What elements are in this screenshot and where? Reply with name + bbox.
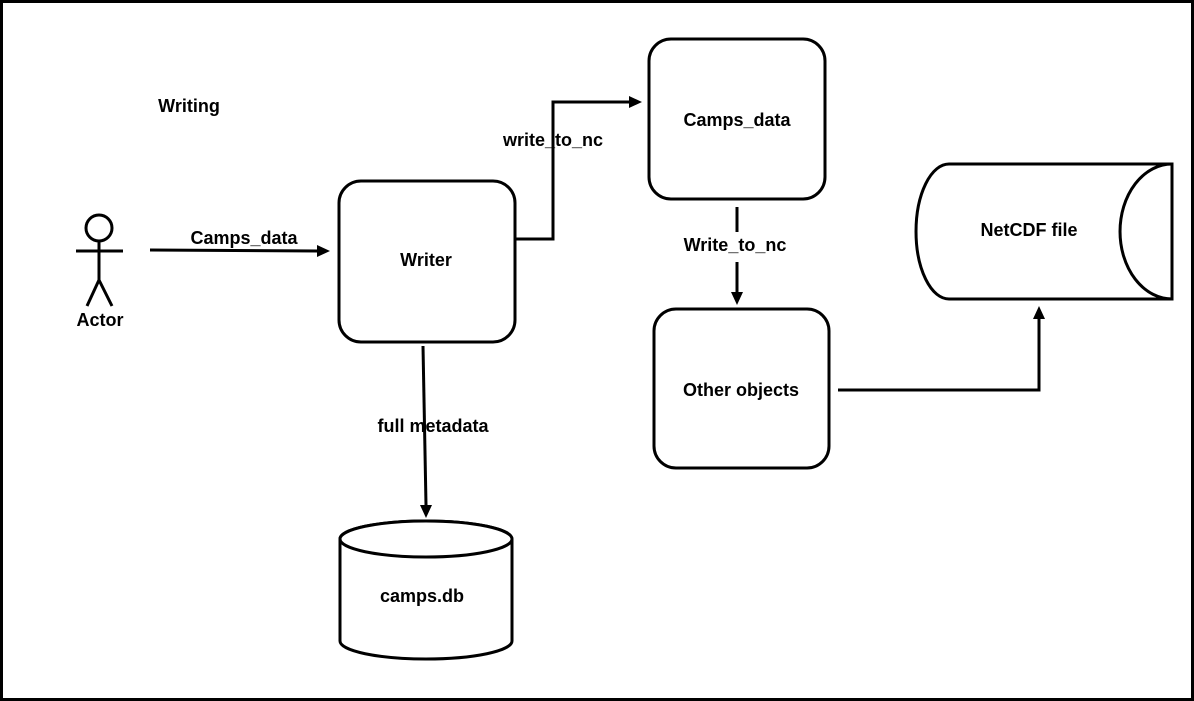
other-objects-label: Other objects (683, 380, 799, 400)
edge-other-objects-to-netcdf (838, 306, 1045, 392)
camps-db-label: camps.db (380, 586, 464, 606)
actor-figure (76, 213, 123, 307)
camps-data-node (647, 37, 827, 201)
netcdf-file-label: NetCDF file (980, 220, 1077, 240)
other-objects-node (652, 307, 831, 470)
edge-label-camps-data: Camps_data (190, 228, 298, 248)
netcdf-file-node (914, 162, 1174, 301)
camps-db-node (338, 519, 514, 661)
edge-writer-to-camps-db (420, 345, 432, 518)
edge-label-full-metadata: full metadata (377, 416, 489, 436)
writer-node (337, 179, 517, 344)
actor-label: Actor (76, 310, 123, 330)
edge-label-write-to-nc: write_to_nc (502, 130, 603, 150)
edge-actor-to-writer (149, 245, 330, 257)
edge-label-write-to-nc-2: Write_to_nc (684, 235, 787, 255)
writer-label: Writer (400, 250, 452, 270)
edge-camps-data-to-other-objects (731, 207, 743, 305)
edge-writer-to-camps-data (516, 96, 642, 241)
diagram-title: Writing (158, 96, 220, 116)
camps-data-label: Camps_data (683, 110, 791, 130)
